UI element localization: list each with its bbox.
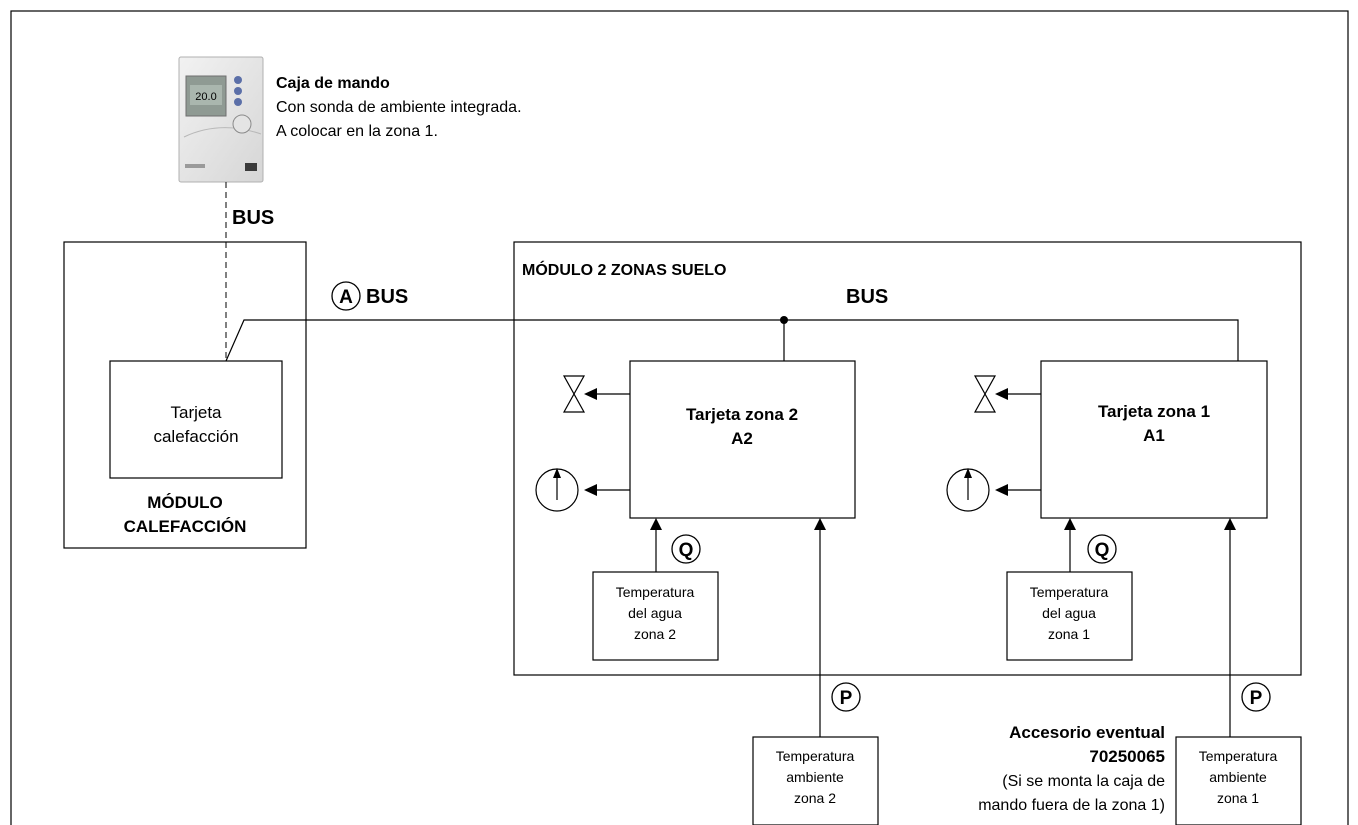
zone1-card-line2: A1 [1143,426,1165,445]
zone2-card-line2: A2 [731,429,753,448]
floor-module-title: MÓDULO 2 ZONAS SUELO [522,260,726,279]
zone1-pump-icon [946,468,1041,512]
floor-module-bus-label: BUS [846,286,888,308]
bus-a-label: BUS [366,286,408,308]
zone1-valve-icon [973,375,1041,413]
heating-module-label1: MÓDULO [147,493,223,512]
zone1-q-marker: Q [1095,540,1110,561]
zone1-water-line2: del agua [1042,605,1096,621]
accessory-line2: 70250065 [1089,747,1165,766]
zone1-water-box [1006,571,1133,661]
control-box-display: 20.0 [195,91,216,103]
zone1-water-arrow [1064,518,1076,530]
zone2-water-line2: del agua [628,605,682,621]
zone1-water-line3: zona 1 [1048,626,1090,642]
zone1-ambient-box [1175,736,1302,825]
zone2-ambient-arrow [814,518,826,530]
bus-a-line [225,319,1239,362]
accessory-line3: (Si se monta la caja de [1002,773,1165,790]
zone1-ambient-arrow [1224,518,1236,530]
accessory-line1: Accesorio eventual [1009,723,1165,742]
bus-a-marker-circle [331,281,361,311]
zone2-water-box [592,571,719,661]
zone2-ambient-line3: zona 2 [794,790,836,806]
heating-card-line2: calefacción [153,427,238,446]
zone2-ambient-line2: ambiente [786,769,844,785]
zone2-water-line3: zona 2 [634,626,676,642]
zone2-valve-icon [562,375,630,413]
zone1-water-line1: Temperatura [1030,584,1109,600]
zone1-card-line1: Tarjeta zona 1 [1098,402,1210,421]
zone1-ambient-line1: Temperatura [1199,748,1278,764]
bus-top-label: BUS [232,207,274,229]
heating-card-box [109,360,283,479]
control-box-line1: Con sonda de ambiente integrada. [276,99,522,116]
bus-a-marker: A [339,287,353,308]
zone2-pump-icon [535,468,630,512]
zone2-card-line1: Tarjeta zona 2 [686,405,798,424]
zone2-water-line1: Temperatura [616,584,695,600]
zone1-q-circle [1087,534,1117,564]
zone1-card-box [1040,360,1268,519]
zone1-p-circle [1241,682,1271,712]
zone2-p-marker: P [840,688,853,709]
accessory-line4: mando fuera de la zona 1) [978,797,1165,814]
zone1-ambient-line2: ambiente [1209,769,1267,785]
zone1-p-marker: P [1250,688,1263,709]
control-box-line2: A colocar en la zona 1. [276,123,438,140]
zone2-q-circle [671,534,701,564]
zone2-ambient-line1: Temperatura [776,748,855,764]
outer-frame [10,10,1349,825]
zone1-ambient-line3: zona 1 [1217,790,1259,806]
control-box-device-icon: 20.0 [178,56,264,183]
zone2-q-marker: Q [679,540,694,561]
zone2-water-arrow [650,518,662,530]
zone2-p-circle [831,682,861,712]
floor-module-box [513,241,1302,676]
heating-module-box [63,241,307,549]
heating-card-line1: Tarjeta [170,403,222,422]
control-box-title: Caja de mando [276,75,390,92]
zone2-card-box [629,360,856,519]
zone2-ambient-box [752,736,879,825]
heating-module-label2: CALEFACCIÓN [124,517,247,536]
